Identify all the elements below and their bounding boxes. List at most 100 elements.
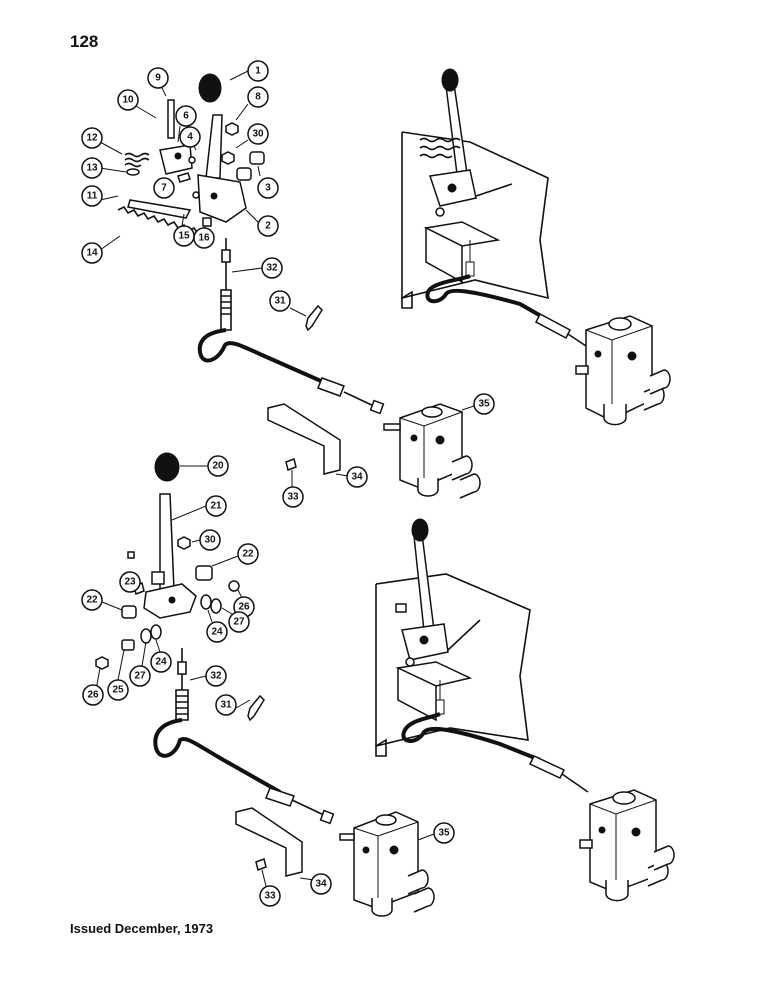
clip-part	[247, 694, 265, 722]
svg-text:34: 34	[351, 472, 363, 483]
callout-33: 33	[282, 486, 304, 508]
callout-6: 6	[175, 105, 197, 127]
svg-text:13: 13	[86, 163, 98, 174]
top-exploded-lever-assembly	[117, 73, 481, 499]
issue-date-footer: Issued December, 1973	[70, 921, 214, 936]
callout-10: 10	[117, 89, 139, 111]
callout-9: 9	[147, 67, 169, 89]
callout-26: 26	[82, 684, 104, 706]
callout-27: 27	[129, 665, 151, 687]
svg-text:31: 31	[274, 296, 286, 307]
plate-part	[127, 199, 192, 219]
callout-24: 24	[206, 621, 228, 643]
svg-text:24: 24	[155, 657, 167, 668]
svg-text:30: 30	[252, 129, 264, 140]
mounting-bracket-part	[235, 807, 303, 877]
spring-small-part	[124, 152, 150, 168]
svg-text:3: 3	[265, 183, 271, 194]
svg-text:35: 35	[438, 828, 450, 839]
callout-13: 13	[81, 157, 103, 179]
bracket-part	[159, 144, 193, 175]
bottom-installed-view	[375, 518, 675, 902]
svg-text:15: 15	[178, 231, 190, 242]
svg-text:22: 22	[86, 595, 98, 606]
callout-27: 27	[228, 611, 250, 633]
svg-text:21: 21	[210, 501, 222, 512]
svg-text:22: 22	[242, 549, 254, 560]
callout-32: 32	[205, 665, 227, 687]
callout-group-top: 1 2 3 4 6 7 8 9 10 11 12 13 14 15 16 30 …	[81, 60, 495, 508]
knob-part	[154, 452, 180, 482]
svg-text:14: 14	[86, 248, 98, 259]
callout-34: 34	[310, 873, 332, 895]
svg-text:1: 1	[255, 66, 261, 77]
bottom-exploded-lever-assembly	[95, 452, 435, 917]
callout-31: 31	[215, 694, 237, 716]
control-cable-part	[153, 648, 335, 825]
svg-text:23: 23	[124, 577, 136, 588]
svg-text:7: 7	[161, 183, 167, 194]
svg-text:20: 20	[212, 461, 224, 472]
lever-hub-part	[197, 174, 247, 223]
svg-text:31: 31	[220, 700, 232, 711]
control-valve-part	[383, 403, 481, 499]
svg-text:26: 26	[87, 690, 99, 701]
svg-text:25: 25	[112, 685, 124, 696]
callout-2: 2	[257, 215, 279, 237]
callout-32: 32	[261, 257, 283, 279]
svg-text:2: 2	[265, 221, 271, 232]
page-number: 128	[70, 32, 99, 51]
callout-20: 20	[207, 455, 229, 477]
lever-arm-part	[205, 114, 223, 179]
svg-text:27: 27	[233, 617, 245, 628]
callout-1: 1	[247, 60, 269, 82]
callout-12: 12	[81, 127, 103, 149]
svg-text:30: 30	[204, 535, 216, 546]
svg-text:35: 35	[478, 399, 490, 410]
callout-14: 14	[81, 242, 103, 264]
callout-16: 16	[193, 227, 215, 249]
top-installed-view	[401, 68, 671, 426]
svg-text:27: 27	[134, 671, 146, 682]
svg-text:24: 24	[211, 627, 223, 638]
callout-7: 7	[153, 177, 175, 199]
svg-text:33: 33	[287, 492, 299, 503]
callout-33: 33	[259, 885, 281, 907]
callout-11: 11	[81, 185, 103, 207]
callout-34: 34	[346, 466, 368, 488]
callout-30: 30	[247, 123, 269, 145]
svg-text:26: 26	[238, 602, 250, 613]
mounting-panel	[401, 131, 549, 300]
callout-25: 25	[107, 679, 129, 701]
knob-part	[198, 73, 222, 103]
callout-8: 8	[247, 86, 269, 108]
svg-text:34: 34	[315, 879, 327, 890]
callout-21: 21	[205, 495, 227, 517]
mounting-bracket-part	[267, 403, 341, 475]
callout-31: 31	[269, 290, 291, 312]
pin-part	[167, 99, 175, 139]
callout-22: 22	[237, 543, 259, 565]
callout-35: 35	[433, 822, 455, 844]
callout-24: 24	[150, 651, 172, 673]
svg-text:32: 32	[266, 263, 278, 274]
svg-text:33: 33	[264, 891, 276, 902]
callout-30: 30	[199, 529, 221, 551]
callout-4: 4	[179, 126, 201, 148]
callout-35: 35	[473, 393, 495, 415]
clip-part	[305, 304, 323, 332]
svg-text:11: 11	[87, 191, 98, 202]
callout-15: 15	[173, 225, 195, 247]
svg-text:4: 4	[187, 132, 193, 143]
svg-text:16: 16	[198, 233, 210, 244]
control-valve-part	[339, 811, 435, 917]
svg-text:10: 10	[122, 95, 134, 106]
svg-text:9: 9	[155, 73, 161, 84]
control-cable-part	[197, 238, 385, 415]
callout-group-bottom: 20 21 22 22 23 24 24 25 26 26 27 27 30 3…	[81, 455, 455, 907]
callout-22: 22	[81, 589, 103, 611]
mounting-panel	[375, 573, 531, 748]
svg-text:8: 8	[255, 92, 261, 103]
callout-23: 23	[119, 571, 141, 593]
